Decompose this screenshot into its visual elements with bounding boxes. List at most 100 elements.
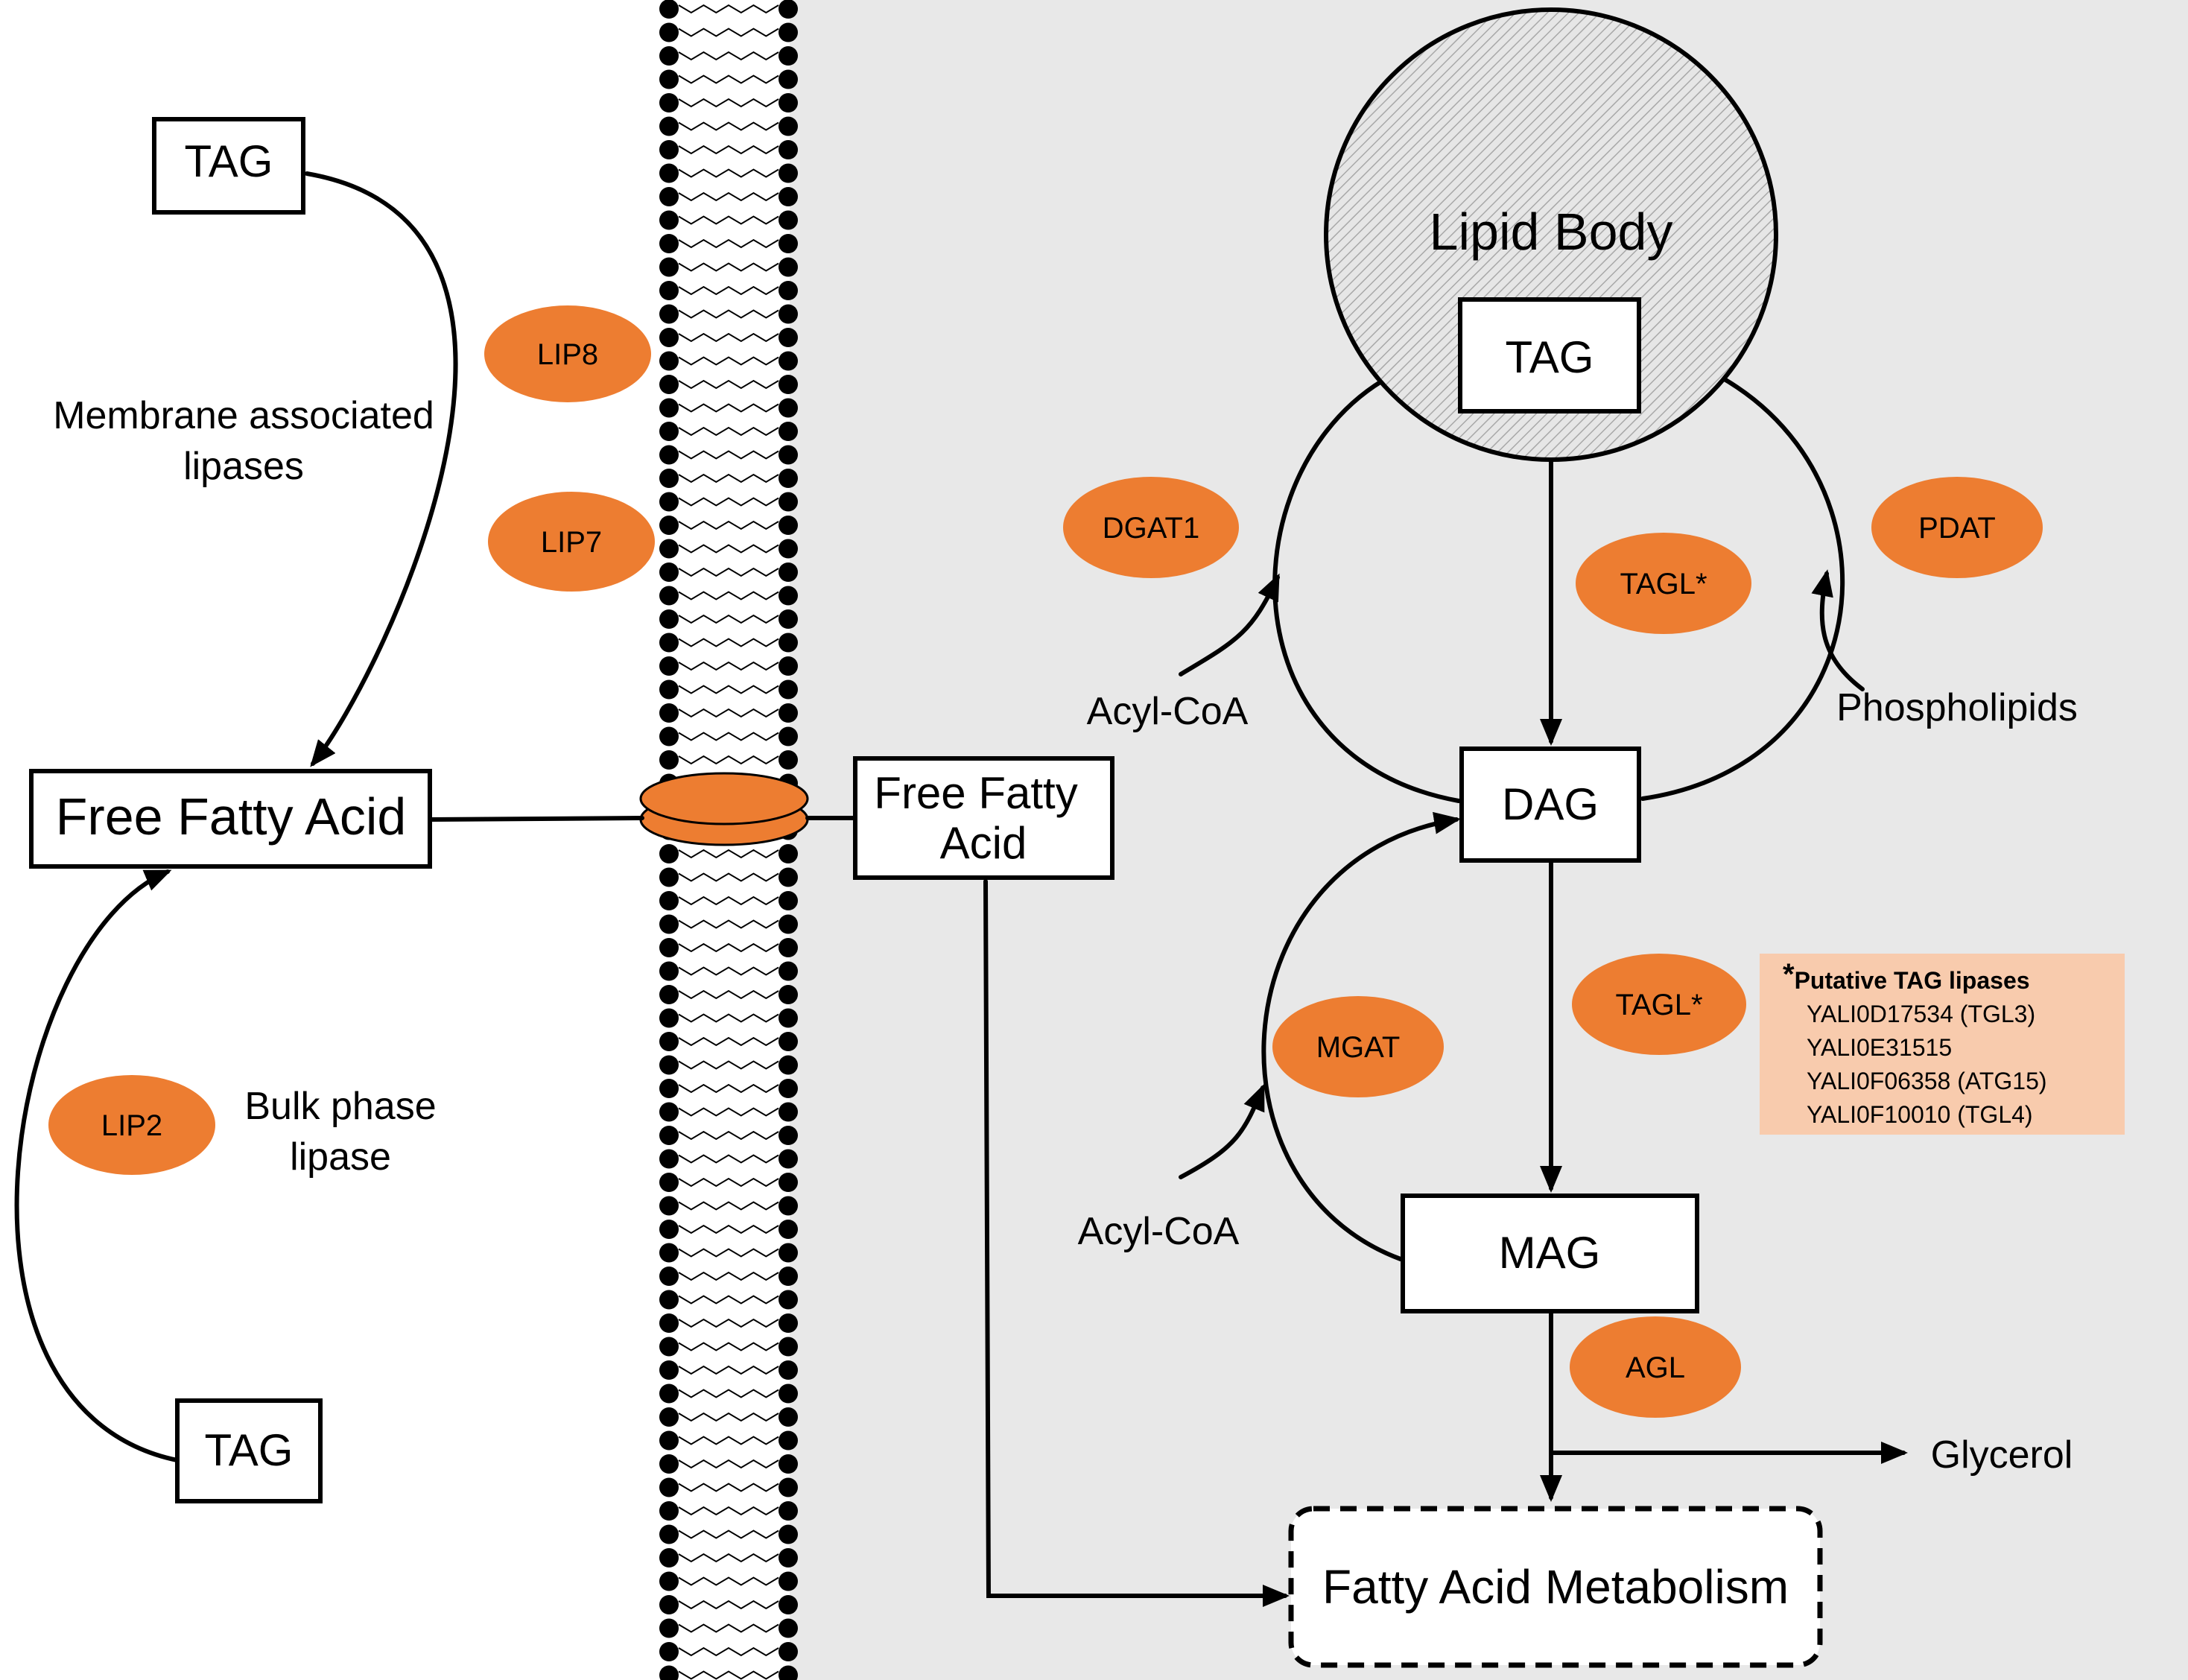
membrane-lipid-head xyxy=(659,656,679,676)
membrane-lipid-tail xyxy=(678,1506,779,1516)
membrane-lipid-tail xyxy=(678,1670,779,1680)
membrane-lipid-tail xyxy=(678,168,779,178)
membrane-lipid-head xyxy=(659,1407,679,1427)
membrane-lipid-head xyxy=(659,1008,679,1028)
note-item: YALI0D17534 (TGL3) xyxy=(1807,1001,2035,1027)
fatty-acid-metabolism-label: Fatty Acid Metabolism xyxy=(1322,1560,1789,1614)
enzyme-mgat: MGAT xyxy=(1272,996,1444,1097)
membrane-lipid-head xyxy=(659,1383,679,1404)
membrane-lipid-head xyxy=(659,1126,679,1145)
enzyme-lip8: LIP8 xyxy=(484,305,651,402)
membrane-lipid-head xyxy=(659,210,679,230)
arrow-acyl-coa-lower-input xyxy=(1179,1083,1265,1179)
putative-tag-lipases-note: *Putative TAG lipases YALI0D17534 (TGL3)… xyxy=(1760,954,2125,1135)
membrane-lipid-head xyxy=(659,1337,679,1357)
arrow-pdat-dag-to-tag xyxy=(1640,345,1845,801)
membrane-lipid-head xyxy=(779,1196,798,1216)
enzyme-agl: AGL xyxy=(1570,1316,1741,1418)
enzyme-tagl-lower: TAGL* xyxy=(1572,954,1746,1055)
membrane-lipid-tail xyxy=(678,1295,779,1305)
membrane-lipid-head xyxy=(659,914,679,934)
membrane-lipid-head xyxy=(779,281,798,300)
membrane-lipid-head xyxy=(779,1360,798,1380)
arrow-phospholipids-input xyxy=(1811,569,1865,691)
membrane-lipid-head xyxy=(659,1173,679,1192)
membrane-lipid-head xyxy=(779,1079,798,1098)
tag-top-box xyxy=(152,117,305,215)
membrane-lipid-head xyxy=(659,1196,679,1216)
enzyme-lip2-label: LIP2 xyxy=(101,1109,162,1142)
membrane-lipid-head xyxy=(659,961,679,981)
membrane-lipid-head xyxy=(779,539,798,559)
cell-membrane xyxy=(659,0,798,1680)
membrane-lipid-head xyxy=(659,351,679,371)
membrane-lipid-head xyxy=(659,140,679,159)
note-item: YALI0E31515 xyxy=(1807,1034,1952,1061)
enzyme-pdat-label: PDAT xyxy=(1918,512,1996,545)
membrane-lipid-head xyxy=(779,656,798,676)
membrane-lipid-tail xyxy=(678,473,779,484)
membrane-lipid-head xyxy=(659,46,679,66)
membrane-lipid-head xyxy=(779,1243,798,1263)
membrane-lipid-head xyxy=(779,351,798,371)
membrane-lipid-head xyxy=(779,750,798,770)
membrane-lipid-head xyxy=(779,1595,798,1614)
membrane-lipid-tail xyxy=(678,1201,779,1211)
free-fatty-acid-inner-box xyxy=(853,756,1114,880)
membrane-lipid-head xyxy=(659,257,679,277)
membrane-lipid-tail xyxy=(678,1130,779,1141)
membrane-lipid-head xyxy=(659,1032,679,1051)
membrane-lipid-head xyxy=(779,1407,798,1427)
membrane-lipid-head xyxy=(779,187,798,206)
enzyme-dgat1: DGAT1 xyxy=(1063,477,1239,578)
membrane-lipid-tail xyxy=(678,121,779,131)
tag-lipid-body-box xyxy=(1458,297,1641,413)
glycerol-label: Glycerol xyxy=(1931,1433,2073,1477)
enzyme-tagl-upper-label: TAGL* xyxy=(1620,568,1707,600)
membrane-lipid-tail xyxy=(678,919,779,929)
membrane-lipid-head xyxy=(779,1454,798,1474)
membrane-lipid-tail xyxy=(678,1365,779,1375)
membrane-lipid-tail xyxy=(678,896,779,906)
fatty-acid-metabolism-box xyxy=(1288,1506,1823,1668)
dag-box xyxy=(1459,747,1641,863)
membrane-lipid-head xyxy=(779,1008,798,1028)
membrane-lipid-head xyxy=(779,703,798,723)
membrane-lipid-head xyxy=(779,1032,798,1051)
membrane-lipid-tail xyxy=(678,591,779,600)
membrane-lipid-head xyxy=(779,328,798,347)
mag-label: MAG xyxy=(1499,1228,1601,1278)
membrane-lipid-tail xyxy=(678,426,779,437)
arrow-tag-bottom-to-ffa xyxy=(14,869,180,1462)
membrane-lipid-tail xyxy=(678,1154,779,1164)
membrane-lipid-tail xyxy=(678,145,779,155)
membrane-lipid-head xyxy=(659,1055,679,1075)
membrane-lipid-head xyxy=(659,445,679,465)
membrane-lipid-head xyxy=(659,328,679,347)
mag-box xyxy=(1401,1194,1699,1313)
membrane-lipid-head xyxy=(779,69,798,89)
membrane-lipid-head xyxy=(659,163,679,183)
acyl-coa-lower-label: Acyl-CoA xyxy=(1078,1210,1240,1253)
arrow-dgat1-dag-to-tag xyxy=(1272,346,1461,803)
note-title-text: Putative TAG lipases xyxy=(1795,967,2030,994)
membrane-lipid-head xyxy=(779,0,798,19)
membrane-lipid-head xyxy=(659,679,679,700)
membrane-lipid-head xyxy=(779,1571,798,1591)
membrane-lipid-tail xyxy=(678,75,779,84)
membrane-lipid-head xyxy=(779,961,798,981)
bulk-phase-label-2: lipase xyxy=(290,1135,391,1179)
membrane-lipid-head xyxy=(779,562,798,582)
membrane-lipid-head xyxy=(779,914,798,934)
membrane-lipid-head xyxy=(659,539,679,559)
membrane-lipid-head xyxy=(659,1360,679,1380)
enzyme-tagl-upper: TAGL* xyxy=(1576,533,1751,634)
membrane-lipid-tail xyxy=(678,544,779,554)
membrane-lipid-tail xyxy=(678,567,779,577)
membrane-lipid-head xyxy=(779,1548,798,1568)
enzyme-agl-label: AGL xyxy=(1626,1351,1685,1384)
note-item: YALI0F10010 (TGL4) xyxy=(1807,1101,2033,1128)
membrane-lipid-tail xyxy=(678,1271,779,1281)
tag-top-label: TAG xyxy=(185,136,273,186)
